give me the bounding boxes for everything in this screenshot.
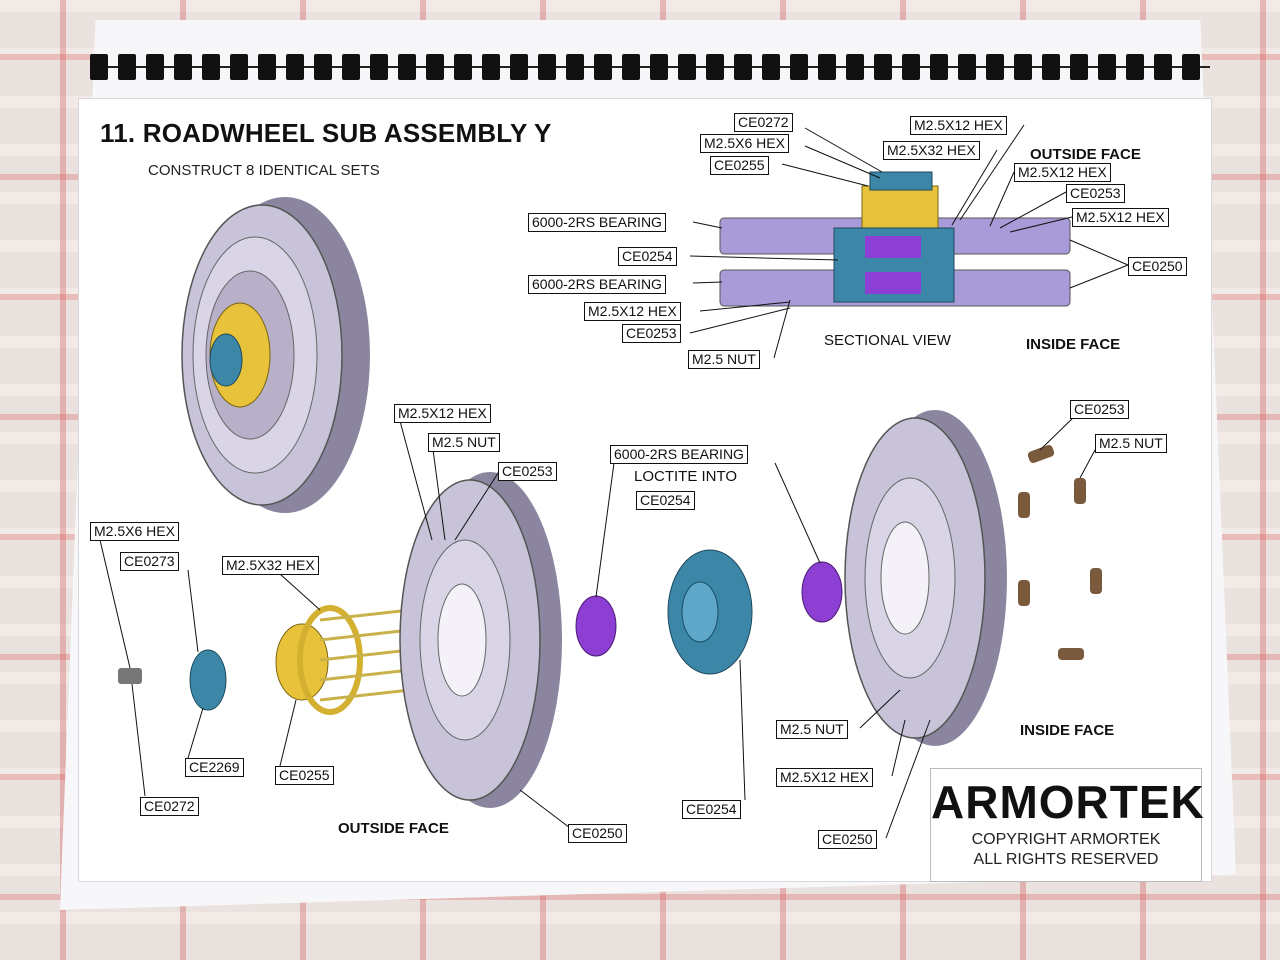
- page-subtitle: CONSTRUCT 8 IDENTICAL SETS: [148, 162, 380, 179]
- rights-text: ALL RIGHTS RESERVED: [973, 851, 1159, 868]
- binding-hole: [650, 54, 668, 80]
- binding-hole: [202, 54, 220, 80]
- label-ce0253-right-section: CE0253: [1066, 184, 1125, 203]
- binding-hole: [286, 54, 304, 80]
- binding-hole: [146, 54, 164, 80]
- binding-hole: [902, 54, 920, 80]
- binding-hole: [958, 54, 976, 80]
- binding-hole: [790, 54, 808, 80]
- binding-hole: [1182, 54, 1200, 80]
- binding-hole: [734, 54, 752, 80]
- label-bearing-bottom-section: 6000-2RS BEARING: [528, 275, 666, 294]
- label-ce0254-exploded-top: CE0254: [636, 491, 695, 510]
- exploded-parts: [118, 410, 1102, 808]
- label-m25x32-hex-exploded: M2.5X32 HEX: [222, 556, 319, 575]
- binding-hole: [986, 54, 1004, 80]
- binding-hole: [1154, 54, 1172, 80]
- label-m25x32-hex-section: M2.5X32 HEX: [883, 141, 980, 160]
- label-ce0272-section: CE0272: [734, 113, 793, 132]
- note-loctite-into: LOCTITE INTO: [634, 468, 738, 485]
- binding-hole: [174, 54, 192, 80]
- caption-sectional-view: SECTIONAL VIEW: [824, 332, 951, 349]
- binding-hole: [818, 54, 836, 80]
- label-m25x6-hex-exploded: M2.5X6 HEX: [90, 522, 179, 541]
- binding-hole: [622, 54, 640, 80]
- label-m25x6-hex-section: M2.5X6 HEX: [700, 134, 789, 153]
- label-m25-nut-exploded: M2.5 NUT: [428, 433, 500, 452]
- spiral-binding: [90, 42, 1210, 102]
- assembled-roadwheel: [181, 197, 370, 513]
- binding-hole: [90, 54, 108, 80]
- binding-hole: [342, 54, 360, 80]
- caption-inside-face-top: INSIDE FACE: [1026, 336, 1121, 353]
- label-ce0250-exploded-left: CE0250: [568, 824, 627, 843]
- label-ce0250-section: CE0250: [1128, 257, 1187, 276]
- label-ce0254-exploded-bottom: CE0254: [682, 800, 741, 819]
- binding-hole: [678, 54, 696, 80]
- binding-hole: [1042, 54, 1060, 80]
- label-ce0254-section: CE0254: [618, 247, 677, 266]
- caption-inside-face-bottom: INSIDE FACE: [1020, 722, 1115, 739]
- brand-name: ARMORTEK: [931, 776, 1205, 828]
- caption-outside-face-bottom: OUTSIDE FACE: [338, 820, 449, 837]
- caption-outside-face-top: OUTSIDE FACE: [1030, 146, 1141, 163]
- label-m25x12-hex-left-section: M2.5X12 HEX: [584, 302, 681, 321]
- binding-hole: [118, 54, 136, 80]
- binding-hole: [426, 54, 444, 80]
- label-ce0253-exploded-right: CE0253: [1070, 400, 1129, 419]
- binding-hole: [538, 54, 556, 80]
- binding-hole: [762, 54, 780, 80]
- label-ce0250-exploded-right: CE0250: [818, 830, 877, 849]
- label-m25x12-hex-top-section: M2.5X12 HEX: [910, 116, 1007, 135]
- binding-hole: [454, 54, 472, 80]
- label-ce0272-exploded: CE0272: [140, 797, 199, 816]
- label-m25x12-hex-exploded: M2.5X12 HEX: [394, 404, 491, 423]
- binding-hole: [1098, 54, 1116, 80]
- leader-lines: [99, 124, 1129, 839]
- label-ce0273-exploded: CE0273: [120, 552, 179, 571]
- label-m25-nut-exploded-right: M2.5 NUT: [1095, 434, 1167, 453]
- brand-box: ARMORTEK COPYRIGHT ARMORTEK ALL RIGHTS R…: [930, 768, 1205, 882]
- binding-hole: [258, 54, 276, 80]
- binding-hole: [1070, 54, 1088, 80]
- label-ce0253-left-section: CE0253: [622, 324, 681, 343]
- label-m25x12-hex-right1-section: M2.5X12 HEX: [1014, 163, 1111, 182]
- label-bearing-top-section: 6000-2RS BEARING: [528, 213, 666, 232]
- label-ce0255-exploded: CE0255: [275, 766, 334, 785]
- page-title: 11. ROADWHEEL SUB ASSEMBLY Y: [100, 118, 552, 148]
- binding-hole: [566, 54, 584, 80]
- binding-hole: [1126, 54, 1144, 80]
- label-ce2269-exploded: CE2269: [185, 758, 244, 777]
- label-ce0253-exploded: CE0253: [498, 462, 557, 481]
- binding-hole: [398, 54, 416, 80]
- label-m25x12-hex-right2-section: M2.5X12 HEX: [1072, 208, 1169, 227]
- binding-hole: [930, 54, 948, 80]
- label-m25x12-hex-exploded-lower: M2.5X12 HEX: [776, 768, 873, 787]
- binding-hole: [1014, 54, 1032, 80]
- binding-hole: [482, 54, 500, 80]
- binding-hole: [510, 54, 528, 80]
- label-m25-nut-exploded-lower: M2.5 NUT: [776, 720, 848, 739]
- binding-hole: [594, 54, 612, 80]
- label-bearing-exploded: 6000-2RS BEARING: [610, 445, 748, 464]
- label-ce0255-section: CE0255: [710, 156, 769, 175]
- binding-hole: [314, 54, 332, 80]
- binding-hole: [846, 54, 864, 80]
- binding-hole: [874, 54, 892, 80]
- binding-hole: [230, 54, 248, 80]
- sectional-view-drawing: [719, 171, 1071, 307]
- label-m25-nut-section: M2.5 NUT: [688, 350, 760, 369]
- binding-hole: [370, 54, 388, 80]
- copyright-text: COPYRIGHT ARMORTEK: [971, 831, 1161, 848]
- binding-hole: [706, 54, 724, 80]
